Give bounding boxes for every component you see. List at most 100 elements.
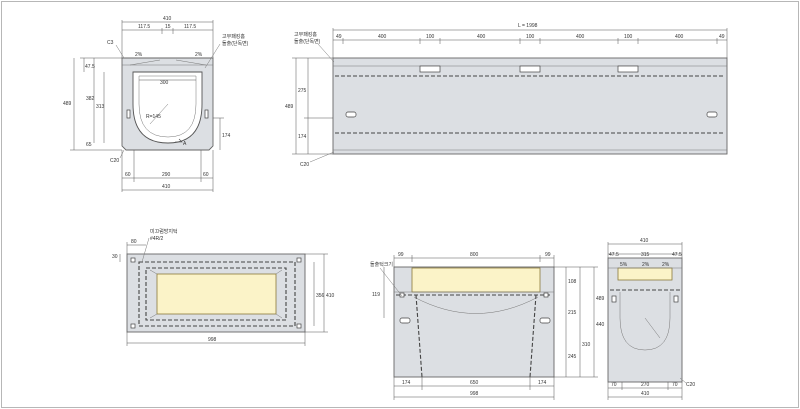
elevation-note: 돌출턱크기 [370,261,393,268]
side-note-2: 돌출(단독면) [294,38,321,45]
elevation-right-3: 245 [568,354,577,360]
section-channel [132,71,203,144]
side-notch-2 [519,65,541,73]
section-bottom-part-1: 60 [125,172,131,178]
side-seg-2: 400 [378,34,387,40]
end-top-2: 315 [641,252,650,258]
top-corner-4 [296,323,302,329]
top-dashed-outline [138,261,296,327]
end-channel [619,292,671,351]
top-dim-right-1: 356 [316,293,325,299]
section-top-width: 410 [163,16,172,22]
section-slope-left-label: 2% [135,52,143,58]
side-notch-3 [617,65,639,73]
end-view: 410 47.5 315 47.5 5% 2% 2% C20 70 270 70… [607,238,695,400]
side-bolt-left [345,111,357,118]
end-slope-2: 2% [642,262,650,268]
section-rib-label-2: 돌출(단독면) [222,40,249,47]
side-notch-1 [419,65,441,73]
elevation-bolt-1 [399,292,405,298]
side-seg-3: 100 [426,34,435,40]
elevation-right-4: 310 [582,342,591,348]
mark-a-arrow [175,138,183,143]
bolt-left [126,109,131,119]
elevation-top-1: 99 [398,252,404,258]
elevation-bolt-3 [399,317,411,324]
elevation-top-3: 99 [545,252,551,258]
elevation-view: 돌출턱크기 99 800 99 119 108 215 245 310 440 … [370,252,605,400]
section-view: 410 117.5 15 117.5 C3 2% 2% 고무패킹홈 돌출(단독면… [63,16,249,192]
top-corner-1 [130,257,136,263]
side-height-total: 489 [285,104,294,110]
side-seg-8: 400 [675,34,684,40]
section-top-part-2: 15 [165,24,171,30]
top-dim-top: 80 [131,239,137,245]
elevation-grating [411,267,541,293]
elevation-bottom-3: 174 [538,380,547,386]
elevation-right-6: 489 [596,296,605,302]
section-inner-width: 300 [160,80,169,86]
section-height-total: 489 [63,101,72,107]
elevation-interior [415,294,537,378]
side-view: L = 1998 49 400 100 400 100 400 100 400 … [285,23,728,168]
section-mark-a: A [183,141,187,147]
side-chamfer: C20 [300,162,309,168]
section-rib-label: 고무패킹홈 [222,33,245,40]
side-length: L = 1998 [518,23,538,29]
side-height-upper: 275 [298,88,307,94]
section-height-channel: 313 [96,104,105,110]
section-height-right: 174 [222,133,231,139]
end-grating [617,267,673,281]
section-bottom-width: 410 [162,184,171,190]
elevation-right-2: 215 [568,310,577,316]
top-corner-3 [130,323,136,329]
elevation-bolt-2 [543,292,549,298]
side-seg-7: 100 [624,34,633,40]
end-top-1: 47.5 [609,252,619,258]
section-bottom-part-3: 60 [203,172,209,178]
section-slope-right-label: 2% [195,52,203,58]
elevation-top-2: 800 [470,252,479,258]
side-height-lower: 174 [298,134,307,140]
side-note-1: 고무패킹홈 [294,31,317,38]
section-chamfer-top: C3 [107,40,114,46]
side-body [332,57,728,155]
side-seg-4: 400 [477,34,486,40]
elevation-right-5: 440 [596,322,605,328]
elevation-bottom-2: 650 [470,380,479,386]
end-slope-1: 5% [620,262,628,268]
elevation-left-dim: 119 [372,292,380,298]
section-height-top: 47.5 [85,64,95,70]
side-bolt-right [706,111,718,118]
section-height-left-bottom: 65 [86,142,92,148]
end-bottom-2: 270 [641,382,650,388]
end-bottom-3: 70 [672,382,678,388]
top-grating [156,273,277,315]
end-bolt-2 [673,295,679,303]
section-height-inner: 382 [86,96,95,102]
end-chamfer: C20 [686,382,695,388]
section-slope-right [175,59,207,66]
side-seg-5: 100 [526,34,535,40]
side-seg-9: 49 [719,34,725,40]
section-chamfer-bottom: C20 [110,158,119,164]
section-bottom-part-2: 290 [162,172,171,178]
bolt-right [204,109,209,119]
elevation-bolt-4 [539,317,551,324]
end-slope-3: 2% [662,262,670,268]
elevation-right-1: 108 [568,279,577,285]
top-bottom-width: 998 [208,337,217,343]
side-seg-1: 49 [336,34,342,40]
top-note-2: #4R/2 [150,236,164,242]
section-top-part-1: 117.5 [138,24,150,30]
top-view: 미끄럼방지턱 #4R/2 80 30 356 410 998 [112,228,335,346]
end-top-width: 410 [640,238,649,244]
end-bottom-1: 70 [611,382,617,388]
section-channel-inner-line [138,75,197,138]
section-top-part-3: 117.5 [184,24,196,30]
top-corner-2 [296,257,302,263]
section-slope-left [129,59,161,66]
top-dim-left: 30 [112,254,118,260]
section-radius: R=145 [146,114,161,120]
